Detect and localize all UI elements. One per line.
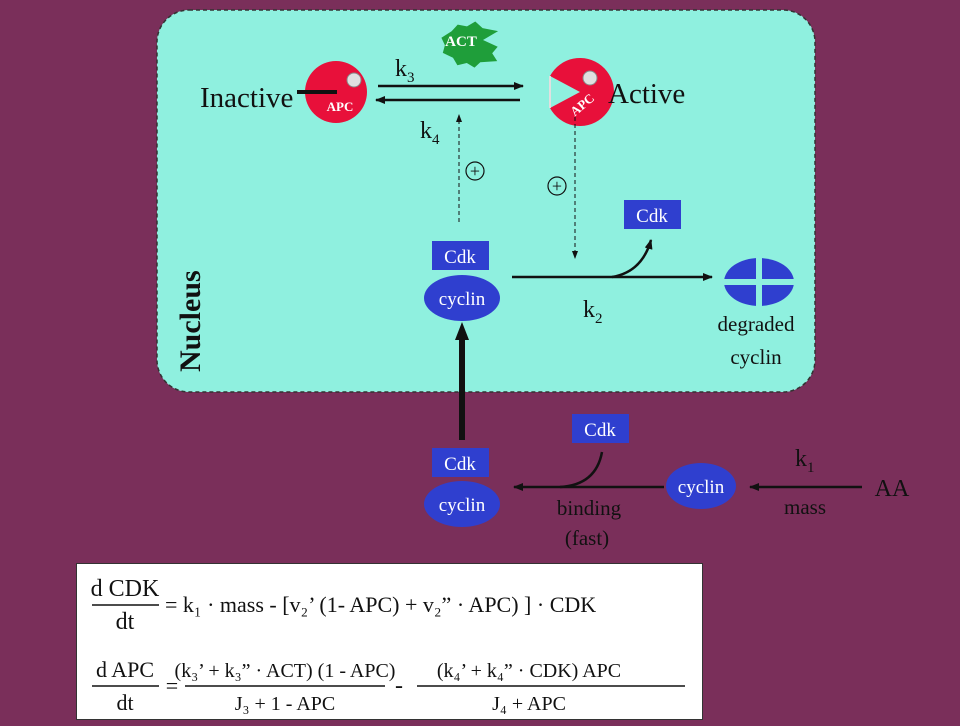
eq2-f1-denominator: J₃ + 1 - APC [235,693,336,715]
active-apc-site [582,70,598,86]
k4-label: k4 [420,118,440,148]
released-cdk-box [624,200,681,229]
aa-label: AA [875,476,910,502]
plus-sign-right: + [552,176,562,196]
active-apc-shape [550,58,614,126]
eq2-equals: = [166,673,178,698]
degraded-label-line1: degraded [718,312,795,336]
nucleus-label: Nucleus [174,270,207,372]
cdk-binding-curve [559,451,604,489]
eq1-rhs: = k₁ · mass - [v₂’ (1- APC) + v₂” · APC)… [165,592,596,617]
equations-panel: d CDK dt = k₁ · mass - [v₂’ (1- APC) + v… [76,563,703,720]
nucleus-cdk-box [432,241,489,270]
eq1-denominator: dt [116,609,135,635]
k2-label: k2 [583,297,603,327]
cytoplasm-cyclin-oval [424,481,500,527]
eq2-lhs-numerator: d APC [96,657,154,682]
plus-sign-left: + [470,161,480,181]
eq1-numerator: d CDK [91,576,160,602]
released-cdk-label: Cdk [636,206,668,227]
nuclear-import-arrowhead [455,322,469,340]
act-label: ACT [445,34,477,50]
plus-circle-left [465,161,485,181]
nucleus-cyclin-label: cyclin [439,289,486,310]
eq2-lhs-denominator: dt [116,690,133,715]
active-label: Active [608,78,685,110]
act-starburst [441,21,499,68]
k1-label: k1 [795,446,815,476]
free-cyclin-oval [666,463,736,509]
inactive-apc-text: APC [327,99,354,114]
inactive-apc-site [346,72,362,88]
inactive-label: Inactive [200,82,293,114]
nucleus-compartment [156,9,816,393]
plus-circle-right [547,176,567,196]
cytoplasm-cdk-box [432,448,489,477]
eq2-f2-denominator: J₄ + APC [492,693,566,715]
binding-label-line2: (fast) [565,526,609,550]
binding-cdk-label: Cdk [584,420,616,441]
mass-label: mass [784,495,826,519]
eq2-f1-numerator: (k₃’ + k₃” · ACT) (1 - APC) [175,660,396,682]
equations-svg: d CDK dt = k₁ · mass - [v₂’ (1- APC) + v… [91,576,685,715]
free-cyclin-label: cyclin [678,477,725,498]
eq2-minus: - [395,673,403,699]
cytoplasm-cyclin-label: cyclin [439,495,486,516]
degraded-label-line2: cyclin [730,345,782,369]
k3-label: k3 [395,56,415,86]
binding-label-line1: binding [557,496,622,520]
cytoplasm-cdk-label: Cdk [444,454,476,475]
eq2-f2-numerator: (k₄’ + k₄” · CDK) APC [437,660,621,682]
binding-cdk-box [572,414,629,443]
nucleus-cyclin-oval [424,275,500,321]
cdk-release-curve [611,239,653,279]
nucleus-cdk-label: Cdk [444,247,476,268]
